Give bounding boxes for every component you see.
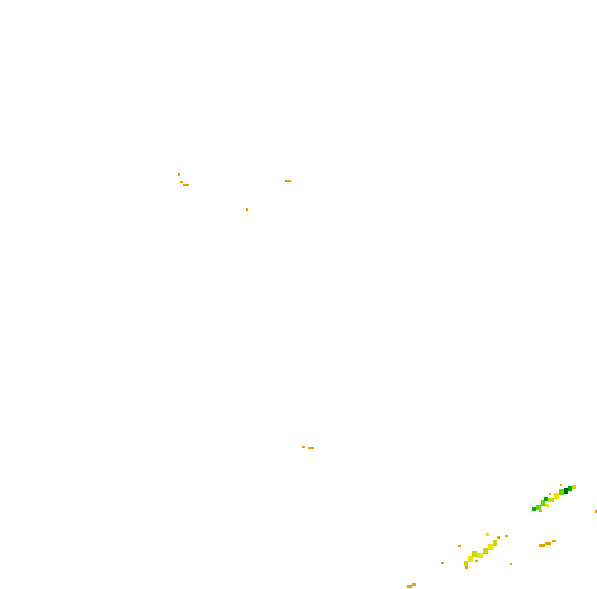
echo-band-moderate xyxy=(441,533,512,569)
echo-band-strong xyxy=(532,484,597,513)
echo-cluster-middle xyxy=(302,446,314,449)
echo-band-light xyxy=(407,540,556,588)
echo-cluster-upper xyxy=(178,173,291,211)
